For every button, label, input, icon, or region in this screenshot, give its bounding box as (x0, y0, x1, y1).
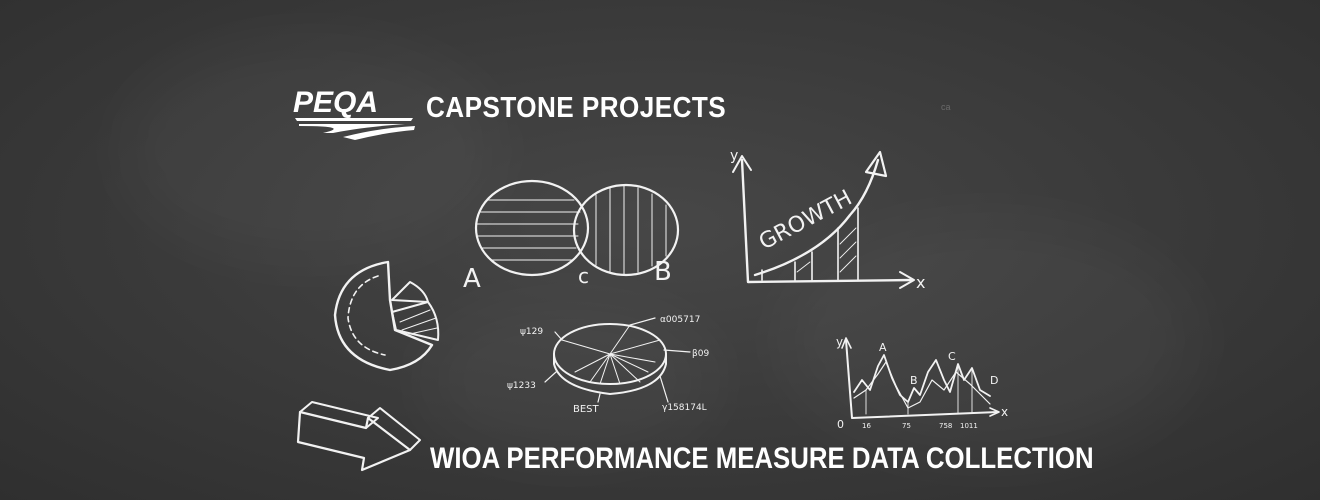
logo-stripe-1 (295, 118, 413, 121)
line-graph-tick-2: 75 (902, 422, 911, 430)
line-graph-series-1 (853, 354, 991, 403)
growth-chart: y x GROWTH (730, 148, 925, 292)
line-graph-peak-d: D (990, 374, 998, 387)
pie-dashed-ring (347, 275, 386, 356)
arrow-front (296, 410, 412, 472)
pie-3d-chart: α005717 ψ129 β09 ψ1233 BEST γ158174L (507, 315, 709, 415)
pie-slice-2 (391, 301, 440, 341)
pie3d-wedges (561, 324, 661, 385)
line-graph-peak-c: C (948, 350, 956, 363)
growth-word: GROWTH (755, 186, 856, 256)
growth-bar-hatch (796, 227, 857, 273)
line-graph-tick-3: 758 (939, 422, 952, 430)
arrow-head-top (367, 407, 421, 451)
venn-diagram: A c B (463, 179, 680, 294)
logo-stripe-2 (299, 124, 405, 133)
pie3d-label-left: ψ1233 (507, 381, 536, 391)
logo-swoosh (343, 126, 415, 140)
arrow-icon (296, 401, 421, 472)
line-graph: y x 0 A B C D 16 75 758 1011 (836, 335, 1008, 431)
line-graph-y-label: y (836, 335, 843, 349)
venn-hatch-b (595, 185, 667, 275)
line-graph-x-label: x (1001, 405, 1008, 419)
line-graph-peak-b: B (910, 374, 918, 387)
line-graph-tick-1: 16 (862, 422, 871, 430)
venn-label-a: A (463, 264, 481, 294)
growth-curve-arrow (864, 150, 888, 178)
line-graph-peak-a: A (879, 341, 887, 354)
venn-label-b: B (654, 257, 672, 287)
logo-text: PEQA (293, 86, 378, 119)
growth-curve (753, 158, 880, 277)
growth-y-arrow (732, 155, 752, 173)
line-graph-axes (845, 339, 999, 419)
growth-x-arrow (899, 271, 915, 289)
growth-y-label: y (730, 148, 738, 164)
footer-title: WIOA PERFORMANCE MEASURE DATA COLLECTION (430, 442, 1094, 475)
pie3d-label-bottom-right: γ158174L (662, 403, 707, 413)
line-graph-x-arrow (989, 407, 1000, 417)
line-graph-y-arrow (841, 337, 852, 349)
line-graph-origin: 0 (837, 418, 844, 431)
venn-circle-a (474, 179, 590, 277)
pie3d-label-bottom: BEST (573, 404, 600, 415)
pie-slice-1 (391, 281, 429, 303)
venn-label-c: c (578, 264, 589, 288)
pie-body (333, 260, 434, 372)
page-title: CAPSTONE PROJECTS (426, 92, 727, 124)
arrow-top (299, 401, 379, 429)
line-graph-tick-4: 1011 (960, 422, 978, 430)
peqa-logo: PEQA (293, 86, 415, 140)
pie-slice-hatch (399, 309, 438, 335)
pie3d-leaders (544, 317, 691, 403)
growth-x-label: x (916, 273, 925, 292)
venn-circle-b (572, 183, 680, 277)
line-graph-drops (865, 363, 973, 415)
growth-axes (740, 158, 914, 284)
pie3d-label-right: β09 (692, 349, 709, 359)
faint-mark: ca (941, 102, 951, 112)
line-graph-series-2 (853, 361, 991, 409)
broken-pie-chart (333, 260, 440, 372)
pie3d-label-top-left: ψ129 (520, 327, 543, 337)
growth-bars (761, 207, 859, 281)
venn-hatch-a (476, 199, 581, 261)
pie3d-side (553, 353, 667, 395)
pie3d-label-top-right: α005717 (660, 315, 700, 325)
